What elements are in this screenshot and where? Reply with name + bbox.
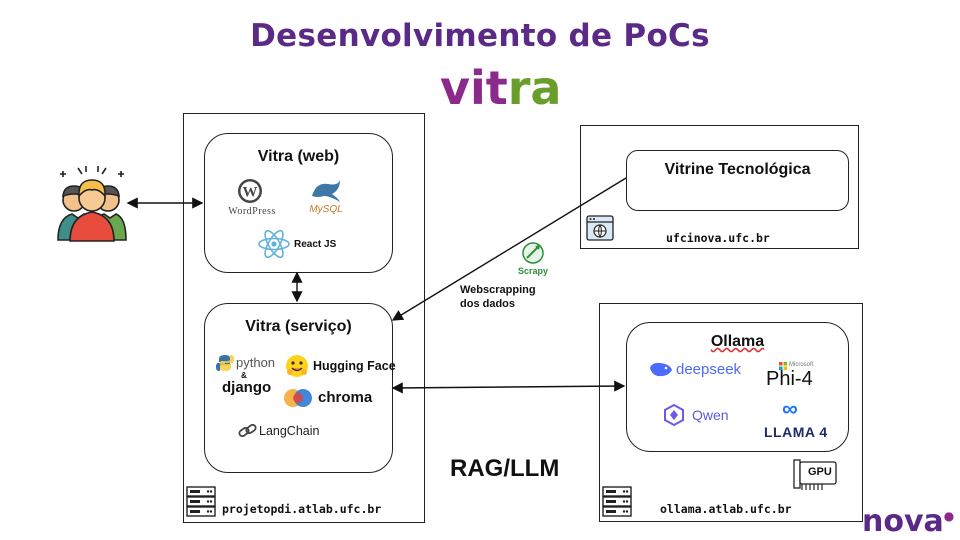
server-rack-icon xyxy=(186,486,216,517)
webscrapping-caption-line1: Webscrapping xyxy=(460,284,536,296)
ollama-title: Ollama xyxy=(710,333,765,350)
react-icon xyxy=(258,229,290,259)
gpu-label: GPU xyxy=(808,466,832,478)
deepseek-label: deepseek xyxy=(676,361,742,378)
arrow-service-ollama xyxy=(391,380,626,394)
python-label: python xyxy=(236,355,276,370)
django-label: django xyxy=(222,379,272,396)
rag-llm-label: RAG/LLM xyxy=(450,455,560,482)
server-rack-icon-right xyxy=(602,486,632,517)
vitra-web-box: Vitra (web) xyxy=(204,133,393,273)
arrow-vitrine-service xyxy=(391,177,627,321)
qwen-icon xyxy=(664,403,684,427)
inova-brand-text: nova xyxy=(862,504,944,539)
microsoft-logo-icon xyxy=(779,362,787,370)
huggingface-label: Hugging Face xyxy=(313,359,396,373)
mysql-label: MySQL xyxy=(309,204,343,215)
react-label: React JS xyxy=(294,239,337,250)
meta-logo-icon: ∞ xyxy=(782,396,798,421)
wordpress-label: WordPress xyxy=(228,206,276,217)
web-window-icon xyxy=(586,215,614,241)
vitra-service-box: Vitra (serviço) xyxy=(204,303,393,473)
vitra-service-title: Vitra (serviço) xyxy=(245,318,352,335)
vitra-web-title: Vitra (web) xyxy=(257,148,340,165)
microsoft-label: Microsoft xyxy=(789,362,814,368)
langchain-icon xyxy=(238,423,257,438)
vitrine-title: Vitrine Tecnológica xyxy=(664,161,811,178)
chroma-icon xyxy=(284,389,312,407)
vitrine-box: Vitrine Tecnológica xyxy=(626,150,849,211)
llama4-label: LLAMA 4 xyxy=(764,424,828,440)
vitra-logo: vitra xyxy=(440,60,575,116)
svg-text:W: W xyxy=(243,185,258,201)
wordpress-icon: W xyxy=(238,179,262,203)
ampersand-label: & xyxy=(241,371,247,380)
host-ufcinova: ufcinova.ufc.br xyxy=(666,231,770,245)
mysql-icon xyxy=(312,180,340,202)
page-title: Desenvolvimento de PoCs xyxy=(250,18,710,54)
qwen-label: Qwen xyxy=(692,407,729,423)
deepseek-whale-icon xyxy=(650,362,672,377)
webscrapping-caption-line2: dos dados xyxy=(460,298,516,310)
vitra-logo-part1: vit xyxy=(440,61,508,115)
scrapy-label: Scrapy xyxy=(518,266,549,276)
host-projetopdi: projetopdi.atlab.ufc.br xyxy=(222,502,382,516)
python-icon xyxy=(216,355,234,371)
webscrapping-caption: Webscrapping dos dados xyxy=(460,283,536,311)
huggingface-icon xyxy=(286,355,308,377)
scrapy-icon xyxy=(522,242,544,264)
chroma-label: chroma xyxy=(318,389,373,406)
ollama-box: Ollama xyxy=(626,322,849,452)
host-ollama: ollama.atlab.ufc.br xyxy=(660,502,792,516)
users-group-icon xyxy=(57,166,127,242)
inova-brand: nova● xyxy=(862,504,955,539)
langchain-label: LangChain xyxy=(259,424,320,438)
phi4-label: Phi-4 xyxy=(766,368,813,390)
vitra-logo-part2: ra xyxy=(507,61,562,115)
gpu-card-icon xyxy=(793,459,837,490)
